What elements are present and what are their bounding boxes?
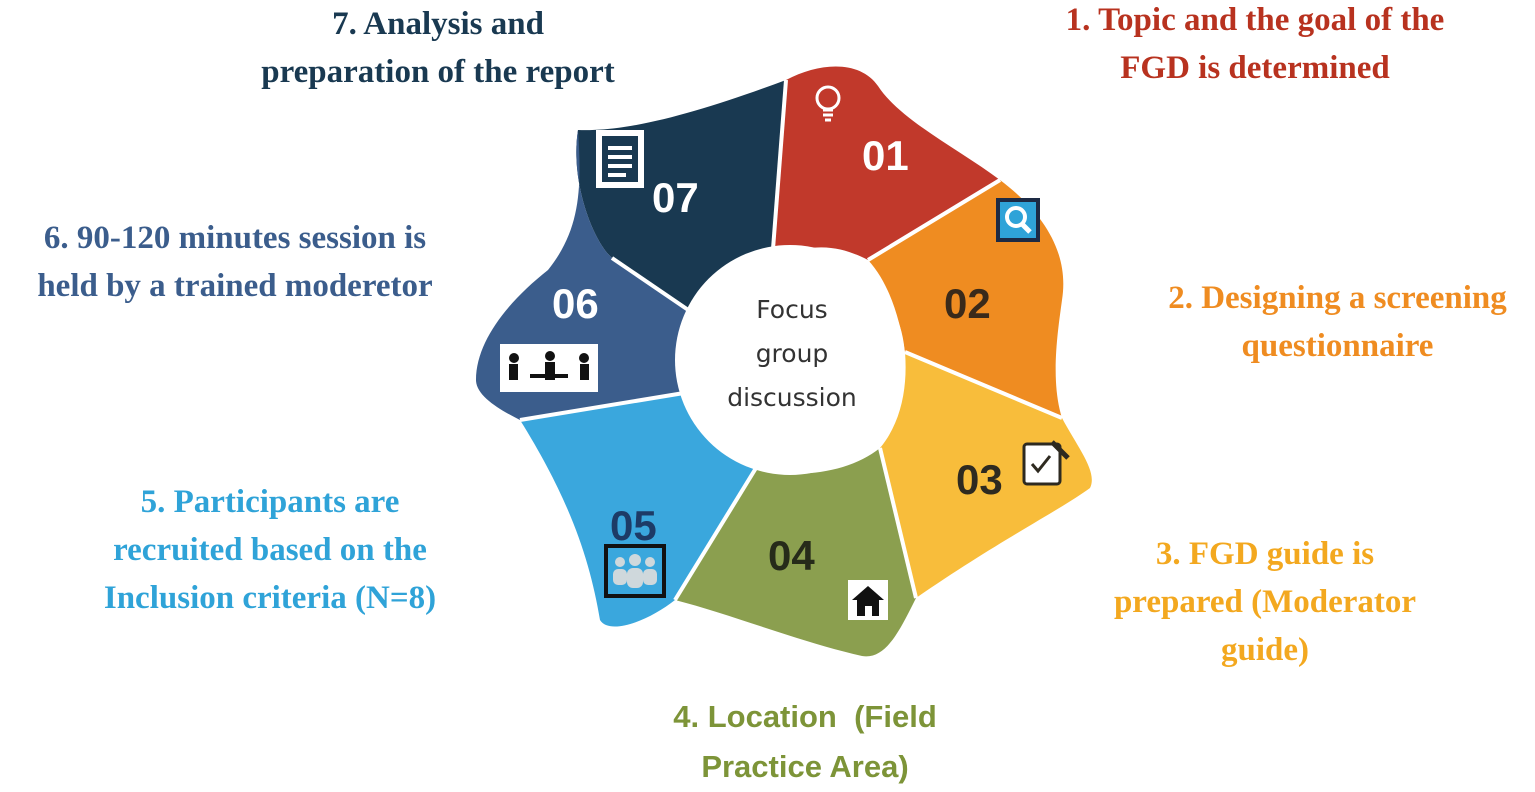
meeting-icon bbox=[500, 344, 598, 392]
center-line-3: discussion bbox=[727, 383, 857, 412]
house-icon bbox=[848, 580, 888, 620]
segment-05 bbox=[520, 392, 756, 627]
step-2-label: 2. Designing a screening questionnaire bbox=[1168, 280, 1507, 364]
segment-number-05: 05 bbox=[610, 502, 657, 549]
segment-separators bbox=[519, 79, 1063, 602]
step-5-label: 5. Participants are recruited based on t… bbox=[103, 484, 437, 616]
center-line-1: Focus bbox=[756, 295, 827, 324]
center-circle bbox=[675, 245, 905, 475]
group-icon bbox=[604, 544, 666, 598]
step-1-label: 1. Topic and the goal of the FGD is dete… bbox=[1065, 2, 1445, 86]
search-icon bbox=[996, 198, 1040, 242]
step-7-label: 7. Analysis and preparation of the repor… bbox=[261, 6, 615, 90]
segment-number-01: 01 bbox=[862, 132, 909, 179]
segment-number-03: 03 bbox=[956, 456, 1003, 503]
segment-number-04: 04 bbox=[768, 532, 815, 579]
segment-03 bbox=[880, 352, 1092, 598]
lightbulb-icon bbox=[815, 85, 841, 122]
segment-number-07: 07 bbox=[652, 174, 699, 221]
segment-number-02: 02 bbox=[944, 280, 991, 327]
checklist-icon bbox=[1022, 440, 1070, 486]
step-3-label: 3. FGD guide is prepared (Moderator guid… bbox=[1113, 536, 1417, 668]
document-icon bbox=[596, 130, 644, 188]
step-4-label: 4. Location (Field Practice Area) bbox=[673, 699, 937, 784]
center-line-2: group bbox=[756, 339, 829, 368]
segment-number-06: 06 bbox=[552, 280, 599, 327]
step-6-label: 6. 90-120 minutes session is held by a t… bbox=[37, 220, 433, 304]
